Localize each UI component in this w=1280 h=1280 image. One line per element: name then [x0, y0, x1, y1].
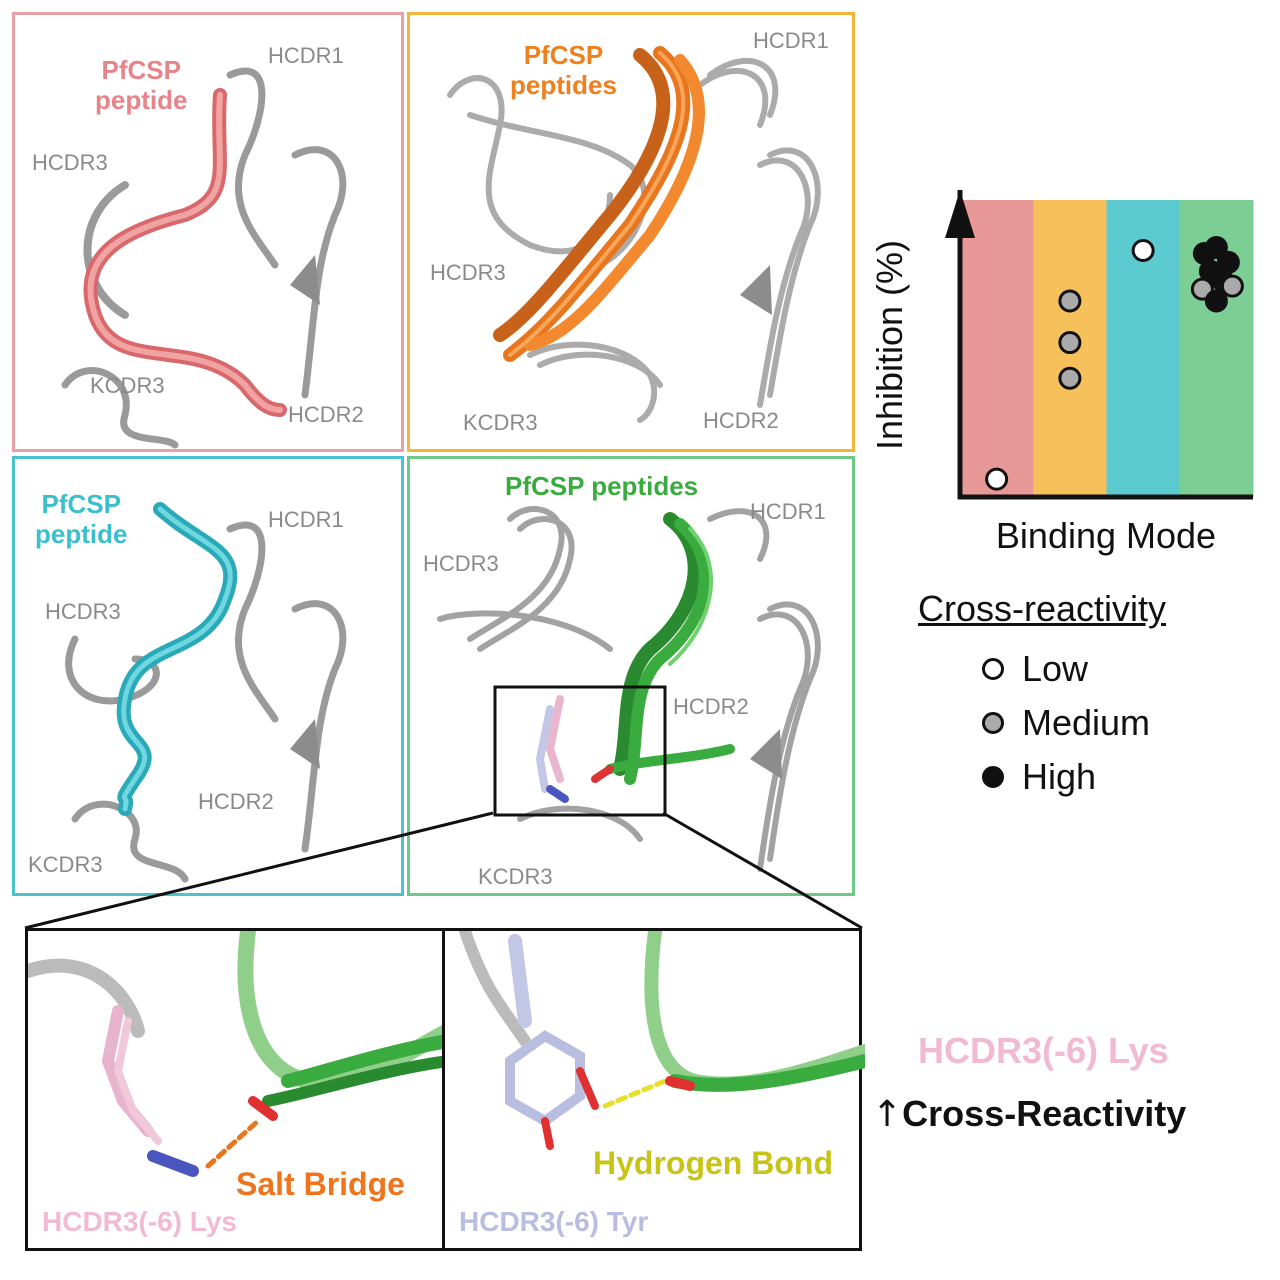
label-hcdr2: HCDR2: [673, 694, 749, 719]
legend-item-medium: Medium: [982, 702, 1150, 744]
y-axis-label: Inhibition (%): [869, 240, 910, 450]
zoom-art-right: [459, 931, 865, 1150]
panel-binding-mode-2: PfCSP peptides HCDR1 HCDR3 KCDR3 HCDR2: [407, 12, 855, 452]
zoom-panel-hydrogen-bond: Hydrogen Bond HCDR3(-6) Tyr: [442, 928, 865, 1251]
legend-label: Low: [1022, 648, 1089, 689]
label-hcdr1: HCDR1: [268, 507, 344, 532]
structure-art-2: [447, 46, 821, 423]
legend-dot-medium: [982, 712, 1004, 734]
data-point: [1131, 238, 1155, 262]
x-axis-label: Binding Mode: [996, 515, 1216, 556]
legend-label: High: [1022, 756, 1097, 797]
label-hcdr1: HCDR1: [753, 28, 829, 53]
label-hcdr3: HCDR3: [32, 150, 108, 175]
residue-label: HCDR3(-6) Tyr: [459, 1206, 649, 1237]
peptide-label: PfCSP peptides: [510, 40, 617, 100]
legend-dot-low: [982, 658, 1004, 680]
panel-binding-mode-3: PfCSP peptide HCDR1 HCDR3 HCDR2 KCDR3: [12, 456, 404, 896]
data-point: [1058, 289, 1082, 313]
panel-binding-mode-4: PfCSP peptides HCDR1 HCDR3 HCDR2 KCDR3: [407, 456, 855, 896]
peptide-label: PfCSP peptide: [35, 489, 128, 549]
legend-item-high: High: [982, 756, 1096, 798]
legend-label: Medium: [1022, 702, 1151, 743]
up-arrow-icon: ↑: [872, 1094, 903, 1135]
interaction-label: Hydrogen Bond: [593, 1145, 833, 1181]
label-hcdr2: HCDR2: [703, 408, 779, 433]
label-kcdr3: KCDR3: [90, 373, 165, 398]
structure-art-4: [437, 506, 821, 872]
label-hcdr2: HCDR2: [288, 402, 364, 427]
legend-title: Cross-reactivity: [918, 588, 1167, 629]
label-kcdr3: KCDR3: [463, 410, 538, 435]
interaction-label: Salt Bridge: [236, 1166, 405, 1202]
data-point: [1220, 274, 1244, 298]
data-point: [1204, 289, 1228, 313]
chart-points: [985, 236, 1244, 491]
label-hcdr3: HCDR3: [430, 260, 506, 285]
label-hcdr1: HCDR1: [268, 43, 344, 68]
label-hcdr3: HCDR3: [45, 599, 121, 624]
conclusion-effect: ↑Cross-Reactivity: [872, 1093, 1186, 1135]
binding-mode-band-1: [960, 200, 1034, 497]
legend-dot-high: [982, 766, 1004, 788]
conclusion-residue: HCDR3(-6) Lys: [918, 1030, 1169, 1071]
label-hcdr1: HCDR1: [750, 499, 826, 524]
structure-art-1: [61, 67, 347, 449]
peptide-label: PfCSP peptides: [505, 471, 699, 501]
structure-art-3: [65, 502, 347, 883]
residue-label: HCDR3(-6) Lys: [42, 1206, 237, 1237]
label-hcdr2: HCDR2: [198, 789, 274, 814]
label-kcdr3: KCDR3: [28, 852, 103, 877]
data-point: [1058, 331, 1082, 355]
binding-mode-chart: Inhibition (%) Binding Mode: [869, 190, 1254, 556]
data-point: [1058, 366, 1082, 390]
peptide-label: PfCSP peptide: [95, 55, 188, 115]
data-point: [985, 467, 1009, 491]
label-kcdr3: KCDR3: [478, 864, 553, 889]
effect-label: Cross-Reactivity: [902, 1093, 1187, 1134]
zoom-art-left: [28, 931, 448, 1177]
label-hcdr3: HCDR3: [423, 551, 499, 576]
panel-binding-mode-1: PfCSP peptide HCDR1 HCDR3 KCDR3 HCDR2: [12, 12, 404, 452]
zoom-panel-salt-bridge: Salt Bridge HCDR3(-6) Lys: [25, 928, 448, 1251]
y-axis-arrow: [945, 190, 975, 238]
legend-item-low: Low: [982, 648, 1088, 690]
